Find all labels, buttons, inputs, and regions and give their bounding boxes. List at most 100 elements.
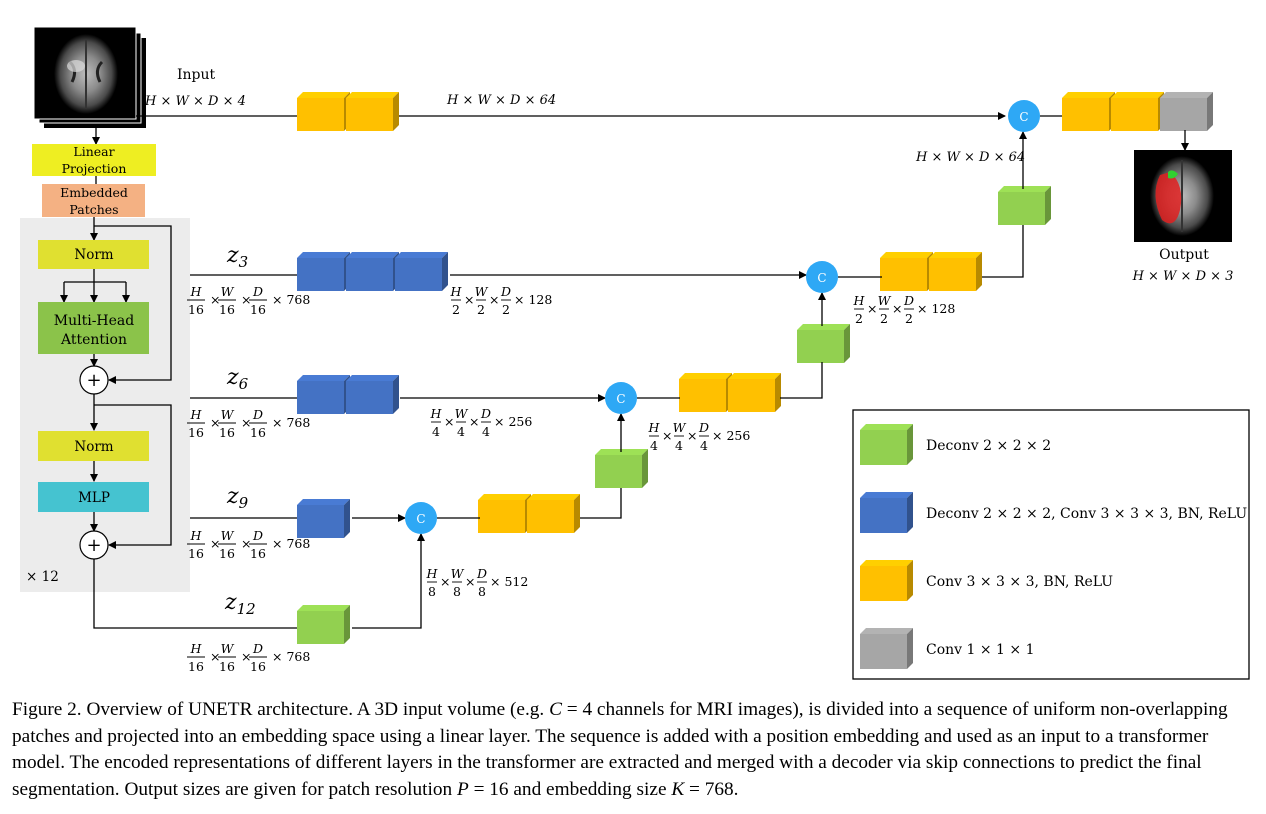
svg-text:W: W [878, 293, 892, 308]
decoder-512-dims: H8×W8×D8× 512 [426, 566, 529, 599]
svg-text:× 128: × 128 [917, 301, 955, 316]
legend-swatch-4 [860, 628, 913, 669]
svg-text:C: C [817, 271, 826, 285]
svg-text:×: × [465, 574, 475, 589]
blue-block-z3-1 [297, 252, 350, 291]
z3-label: z3 [226, 243, 248, 271]
norm2-label: Norm [74, 439, 113, 455]
svg-text:D: D [476, 566, 487, 581]
yellow-block-d1-2 [929, 252, 982, 291]
svg-text:4: 4 [482, 424, 490, 439]
svg-text:× 768: × 768 [272, 415, 310, 430]
yellow-block-final-1 [1062, 92, 1115, 131]
svg-text:× 512: × 512 [490, 574, 528, 589]
svg-text:2: 2 [905, 311, 913, 326]
legend-swatch-1 [860, 424, 913, 465]
output-label: Output [1159, 247, 1209, 263]
z12-label: z12 [224, 590, 256, 618]
legend-label-3: Conv 3 × 3 × 3, BN, ReLU [926, 574, 1113, 590]
svg-text:W: W [673, 420, 687, 435]
svg-text:D: D [903, 293, 914, 308]
svg-text:×: × [687, 428, 697, 443]
blue-block-z9-1 [297, 499, 350, 538]
repeat-label: × 12 [26, 569, 59, 585]
yellow-block-d3-1 [478, 494, 531, 533]
embedded-patches-label-1: Embedded [60, 185, 128, 200]
svg-text:H: H [853, 293, 866, 308]
decoder-128-dims: H2×W2×D2× 128 [853, 293, 956, 326]
yellow-block-final-2 [1111, 92, 1164, 131]
linear-projection-block [32, 144, 156, 176]
svg-text:16: 16 [250, 302, 266, 317]
svg-text:×: × [867, 301, 877, 316]
z6-out-dims: H4×W4×D4× 256 [430, 406, 533, 439]
legend-box [852, 409, 1250, 680]
yellow-block-top-2 [346, 92, 399, 131]
svg-text:×: × [440, 574, 450, 589]
svg-text:2: 2 [502, 302, 510, 317]
svg-text:D: D [252, 407, 263, 422]
z12-dims: H16×W16×D16× 768 [187, 641, 310, 674]
svg-text:16: 16 [188, 546, 204, 561]
svg-text:2: 2 [477, 302, 485, 317]
svg-text:×: × [469, 414, 479, 429]
svg-text:× 768: × 768 [272, 292, 310, 307]
svg-text:H: H [190, 641, 203, 656]
mlp-label: MLP [78, 490, 110, 506]
svg-text:H: H [190, 284, 203, 299]
concat-2: C [605, 382, 637, 414]
svg-text:×: × [210, 415, 220, 430]
svg-text:D: D [252, 528, 263, 543]
svg-text:H: H [426, 566, 439, 581]
svg-text:×: × [489, 292, 499, 307]
svg-text:2: 2 [855, 311, 863, 326]
yellow-block-d2-2 [728, 373, 781, 412]
output-dims: H × W × D × 3 [1132, 269, 1234, 284]
svg-text:C: C [1019, 110, 1028, 124]
svg-text:4: 4 [650, 438, 658, 453]
svg-text:D: D [480, 406, 491, 421]
input-dims: H × W × D × 4 [144, 94, 246, 109]
svg-text:W: W [221, 528, 235, 543]
residual-add-1-symbol: + [86, 370, 101, 391]
svg-text:8: 8 [453, 584, 461, 599]
svg-text:2: 2 [880, 311, 888, 326]
svg-text:W: W [475, 284, 489, 299]
svg-text:W: W [221, 284, 235, 299]
svg-text:8: 8 [428, 584, 436, 599]
svg-text:16: 16 [219, 546, 235, 561]
svg-text:16: 16 [188, 302, 204, 317]
svg-text:×: × [210, 536, 220, 551]
svg-text:W: W [455, 406, 469, 421]
concat-top: C [1008, 100, 1040, 132]
norm1-label: Norm [74, 247, 113, 263]
svg-text:H: H [430, 406, 443, 421]
svg-text:H: H [648, 420, 661, 435]
svg-text:4: 4 [432, 424, 440, 439]
svg-text:16: 16 [219, 425, 235, 440]
z9-dims: H16×W16×D16× 768 [187, 528, 310, 561]
top-dims-64: H × W × D × 64 [446, 93, 556, 108]
svg-text:16: 16 [219, 659, 235, 674]
norm2-block [38, 431, 149, 461]
embedded-patches-label-2: Patches [69, 202, 118, 217]
svg-text:H: H [190, 528, 203, 543]
svg-text:×: × [464, 292, 474, 307]
svg-text:4: 4 [700, 438, 708, 453]
linear-projection-label-2: Projection [62, 161, 127, 176]
svg-text:16: 16 [250, 659, 266, 674]
concat-1: C [806, 261, 838, 293]
svg-text:16: 16 [250, 546, 266, 561]
svg-text:× 256: × 256 [494, 414, 532, 429]
linear-projection-label-1: Linear [73, 144, 114, 159]
svg-text:D: D [500, 284, 511, 299]
z3-dims: H16×W16×D16× 768 [187, 284, 310, 317]
svg-text:16: 16 [188, 425, 204, 440]
svg-text:× 768: × 768 [272, 649, 310, 664]
blue-block-z3-3 [395, 252, 448, 291]
z6-label: z6 [226, 365, 249, 393]
figure-caption: Figure 2. Overview of UNETR architecture… [12, 699, 1228, 800]
svg-text:×: × [241, 415, 251, 430]
output-segmentation-image [1134, 150, 1232, 242]
